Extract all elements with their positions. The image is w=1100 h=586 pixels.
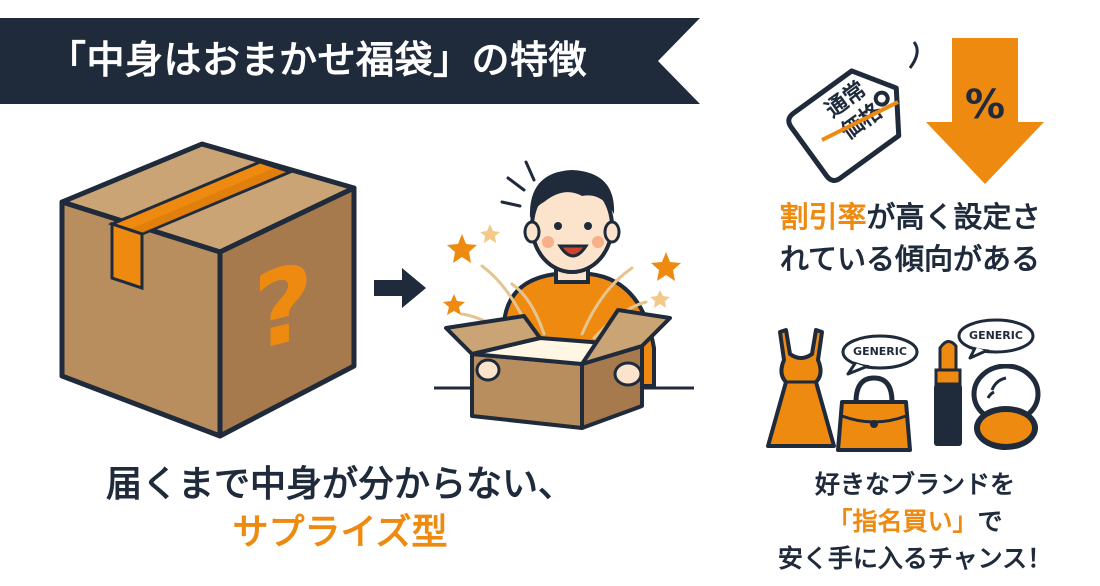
lipstick-icon [934, 340, 962, 446]
price-tag-icon [786, 41, 919, 183]
arrow-right-icon [374, 268, 426, 308]
percent-symbol: % [964, 82, 1006, 128]
speech-bubble-right [957, 318, 1035, 360]
discount-down-arrow-icon [926, 38, 1044, 184]
brand-bubble-right-text: GENERIC [969, 329, 1023, 342]
title-banner [0, 18, 700, 104]
person-opening-box-icon [434, 160, 694, 430]
dress-icon [766, 328, 836, 448]
brand-description: 好きなブランドを 「指名買い」で 安く手に入るチャンス！ [740, 466, 1090, 577]
brand-line1: 好きなブランドを [814, 470, 1015, 499]
discount-line1: が高く設定さ [866, 200, 1041, 234]
brand-bubble-left-text: GENERIC [853, 345, 907, 358]
brand-line3: 安く手に入るチャンス！ [777, 544, 1053, 573]
discount-highlight: 割引率 [779, 200, 867, 234]
mystery-box-icon [59, 141, 357, 439]
question-mark: ? [252, 238, 314, 376]
brand-line2: で [977, 507, 1003, 536]
surprise-caption-highlight: サプライズ型 [232, 512, 448, 553]
discount-line2: れている傾向がある [779, 242, 1041, 276]
handbag-icon [836, 375, 912, 452]
brand-highlight: 「指名買い」 [827, 507, 978, 536]
discount-description: 割引率が高く設定さ れている傾向がある [730, 196, 1090, 280]
speech-bubble-left [841, 334, 919, 376]
surprise-caption: 届くまで中身が分からない、 [105, 464, 574, 505]
compact-mirror-icon [971, 364, 1041, 450]
page-title: 「中身はおまかせ福袋」の特徴 [48, 38, 588, 82]
strikethrough-line [821, 100, 899, 142]
